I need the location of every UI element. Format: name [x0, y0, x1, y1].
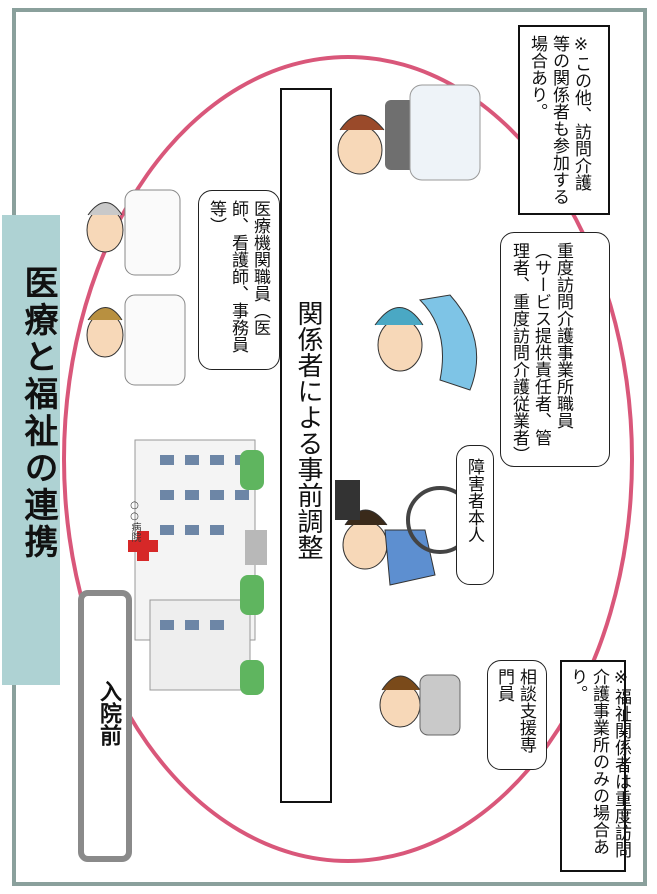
- other-note-box: [518, 25, 610, 215]
- patient-label: 障害者本人: [464, 458, 484, 543]
- patient-box: [456, 445, 494, 585]
- welfare-note-box: [560, 660, 626, 872]
- patient-icon: [335, 480, 474, 586]
- medical-staff-label: 医療機関職員（医師、看護師、事務員等）: [206, 200, 270, 353]
- other-note: ※この他、訪問介護等の関係者も参加する場合あり。: [527, 35, 591, 205]
- welfare-note: ※福祉関係者は重度訪問介護事業所のみの場合あり。: [567, 668, 631, 858]
- center-box: [280, 88, 332, 803]
- phase-label: 入院前: [96, 680, 121, 746]
- title-band: [2, 215, 60, 685]
- hospital-icon: [128, 439, 267, 695]
- consultant-box: [487, 660, 547, 770]
- center-label: 関係者による事前調整: [293, 300, 323, 560]
- caregiver-icon: [374, 294, 478, 391]
- coordination-oval: [62, 55, 634, 863]
- home-care-staff-label: 重度訪問介護事業所職員（サービス提供責任者、管理者、重度訪問介護従業者）: [509, 242, 573, 463]
- doctor-icon: [86, 294, 186, 386]
- phase-box: [78, 590, 132, 862]
- nurse-icon: [337, 84, 481, 181]
- consultant-icon: [379, 674, 461, 736]
- medical-staff-box: [198, 190, 280, 370]
- consultant-label: 相談支援専門員: [494, 668, 536, 753]
- doctor-icon-2: [86, 189, 181, 276]
- hospital-sign: ○○病院: [129, 500, 140, 542]
- home-care-staff-box: [500, 232, 610, 467]
- page-title: 医療と福祉の連携: [18, 265, 58, 561]
